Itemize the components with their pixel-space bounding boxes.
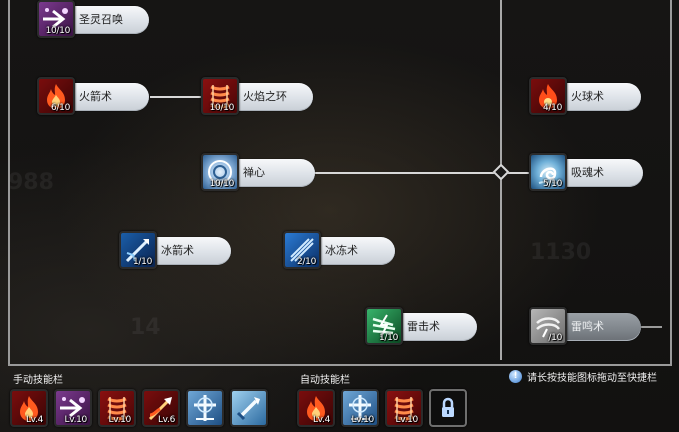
quick-slot[interactable]	[186, 389, 224, 427]
fireball-icon[interactable]: 4/10	[529, 77, 567, 115]
quick-slot[interactable]: Lv.10	[341, 389, 379, 427]
background-decoration: 988	[8, 170, 54, 195]
background-decoration: 14	[130, 315, 161, 340]
manual-bar-title: 手动技能栏	[13, 375, 63, 386]
quick-slot[interactable]	[429, 389, 467, 427]
holy-shield-icon	[186, 389, 224, 427]
thunder-icon[interactable]: 1/10	[365, 307, 403, 345]
quick-slot[interactable]: Lv.4	[297, 389, 335, 427]
flame-ring-icon[interactable]: 10/10	[201, 77, 239, 115]
panel-border-left	[8, 0, 10, 366]
slot-level: Lv.10	[395, 415, 419, 425]
skill-level: 1/10	[378, 333, 398, 343]
holy-shield-icon: Lv.10	[341, 389, 379, 427]
summon-icon: Lv.10	[54, 389, 92, 427]
slot-level: Lv.4	[312, 415, 330, 425]
slot-level: Lv.10	[64, 415, 88, 425]
skill-connector	[314, 172, 530, 174]
fire-arrow-icon: Lv.6	[142, 389, 180, 427]
skill-level: 10/10	[45, 26, 71, 36]
sword-icon	[230, 389, 268, 427]
skill-level: 2/10	[296, 257, 316, 267]
skill-level: 6/10	[50, 103, 70, 113]
storm-icon[interactable]: /10	[529, 307, 567, 345]
connector-node	[492, 163, 510, 181]
skill-connector	[150, 96, 202, 98]
lock-icon	[429, 389, 467, 427]
quick-slot[interactable]: Lv.10	[385, 389, 423, 427]
quick-slot[interactable]: Lv.10	[98, 389, 136, 427]
summon-icon[interactable]: 10/10	[37, 0, 75, 38]
quick-slot[interactable]: Lv.10	[54, 389, 92, 427]
skill-node-storm[interactable]: 雷鸣术/10	[529, 307, 641, 347]
slot-level: Lv.4	[25, 415, 43, 425]
flame-icon: Lv.4	[10, 389, 48, 427]
quick-slot[interactable]: Lv.6	[142, 389, 180, 427]
drag-hint-text: 请长按技能图标拖动至快捷栏	[527, 373, 657, 384]
aura-icon[interactable]: 10/10	[201, 153, 239, 191]
slot-level: Lv.10	[108, 415, 132, 425]
ice-arrow-icon[interactable]: 1/10	[119, 231, 157, 269]
skill-level: 10/10	[209, 103, 235, 113]
auto-bar-title: 自动技能栏	[300, 375, 350, 386]
flame-icon: Lv.4	[297, 389, 335, 427]
skill-level: /10	[548, 333, 562, 343]
flame-ring-icon: Lv.10	[385, 389, 423, 427]
flame-ring-icon: Lv.10	[98, 389, 136, 427]
background-decoration: 1130	[530, 240, 592, 265]
skill-level: 4/10	[542, 103, 562, 113]
flame-icon[interactable]: 6/10	[37, 77, 75, 115]
frost-icon[interactable]: 2/10	[283, 231, 321, 269]
slot-level: Lv.6	[157, 415, 175, 425]
quick-slot[interactable]: Lv.4	[10, 389, 48, 427]
panel-border-right	[670, 0, 672, 366]
panel-border-bottom	[8, 364, 672, 366]
skill-level: 5/10	[542, 179, 562, 189]
slot-level: Lv.10	[351, 415, 375, 425]
soul-icon[interactable]: 5/10	[529, 153, 567, 191]
quick-slot[interactable]	[230, 389, 268, 427]
skill-connector	[640, 326, 662, 328]
info-icon: !	[509, 370, 522, 383]
skill-level: 10/10	[209, 179, 235, 189]
skill-level: 1/10	[132, 257, 152, 267]
